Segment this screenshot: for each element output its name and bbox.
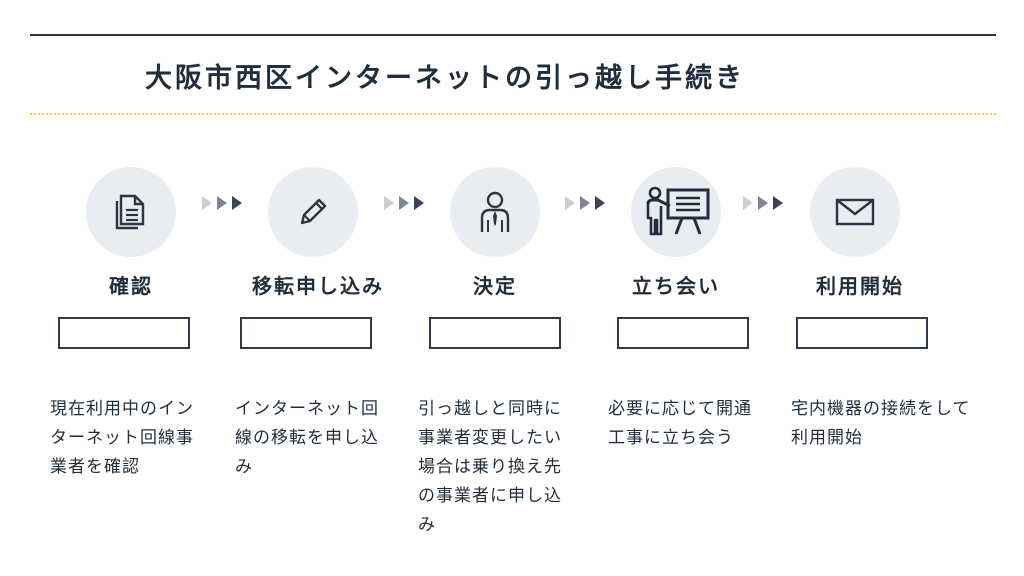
step-2-label: 移転申し込み [252,274,384,298]
step-arrow-2 [382,193,432,213]
step-arrow-1 [200,193,250,213]
step-3-description: 引っ越しと同時に事業者変更したい場合は乗り換え先の事業者に申し込み [418,399,562,535]
step-4-label: 立ち会い [632,274,720,298]
mail-icon [835,198,875,226]
top-rule [30,34,996,36]
step-1-description: 現在利用中のインターネット回線事業者を確認 [50,399,194,477]
presenter-icon [646,186,710,236]
step-5-description: 宅内機器の接続をして利用開始 [791,399,971,448]
step-1-box [58,317,190,349]
step-4-circle [631,167,721,257]
page-title: 大阪市西区インターネットの引っ越し手続き [145,63,745,94]
step-2-box [240,317,372,349]
document-icon [115,194,145,230]
step-arrow-3 [563,193,613,213]
person-icon [480,191,510,232]
pencil-icon [300,198,327,225]
step-3-box [429,317,561,349]
step-2-circle [268,167,358,257]
step-4-description: 必要に応じて開通工事に立ち会う [608,399,752,448]
step-4-box [617,317,749,349]
step-1-label: 確認 [109,274,153,298]
step-5-box [796,317,928,349]
step-arrow-4 [741,193,791,213]
step-1-circle [86,167,176,257]
step-5-circle [810,167,900,257]
dotted-divider [30,113,996,115]
step-2-description: インターネット回線の移転を申し込み [235,399,379,477]
step-5-label: 利用開始 [816,274,904,298]
step-3-circle [450,167,540,257]
step-3-label: 決定 [473,274,517,298]
